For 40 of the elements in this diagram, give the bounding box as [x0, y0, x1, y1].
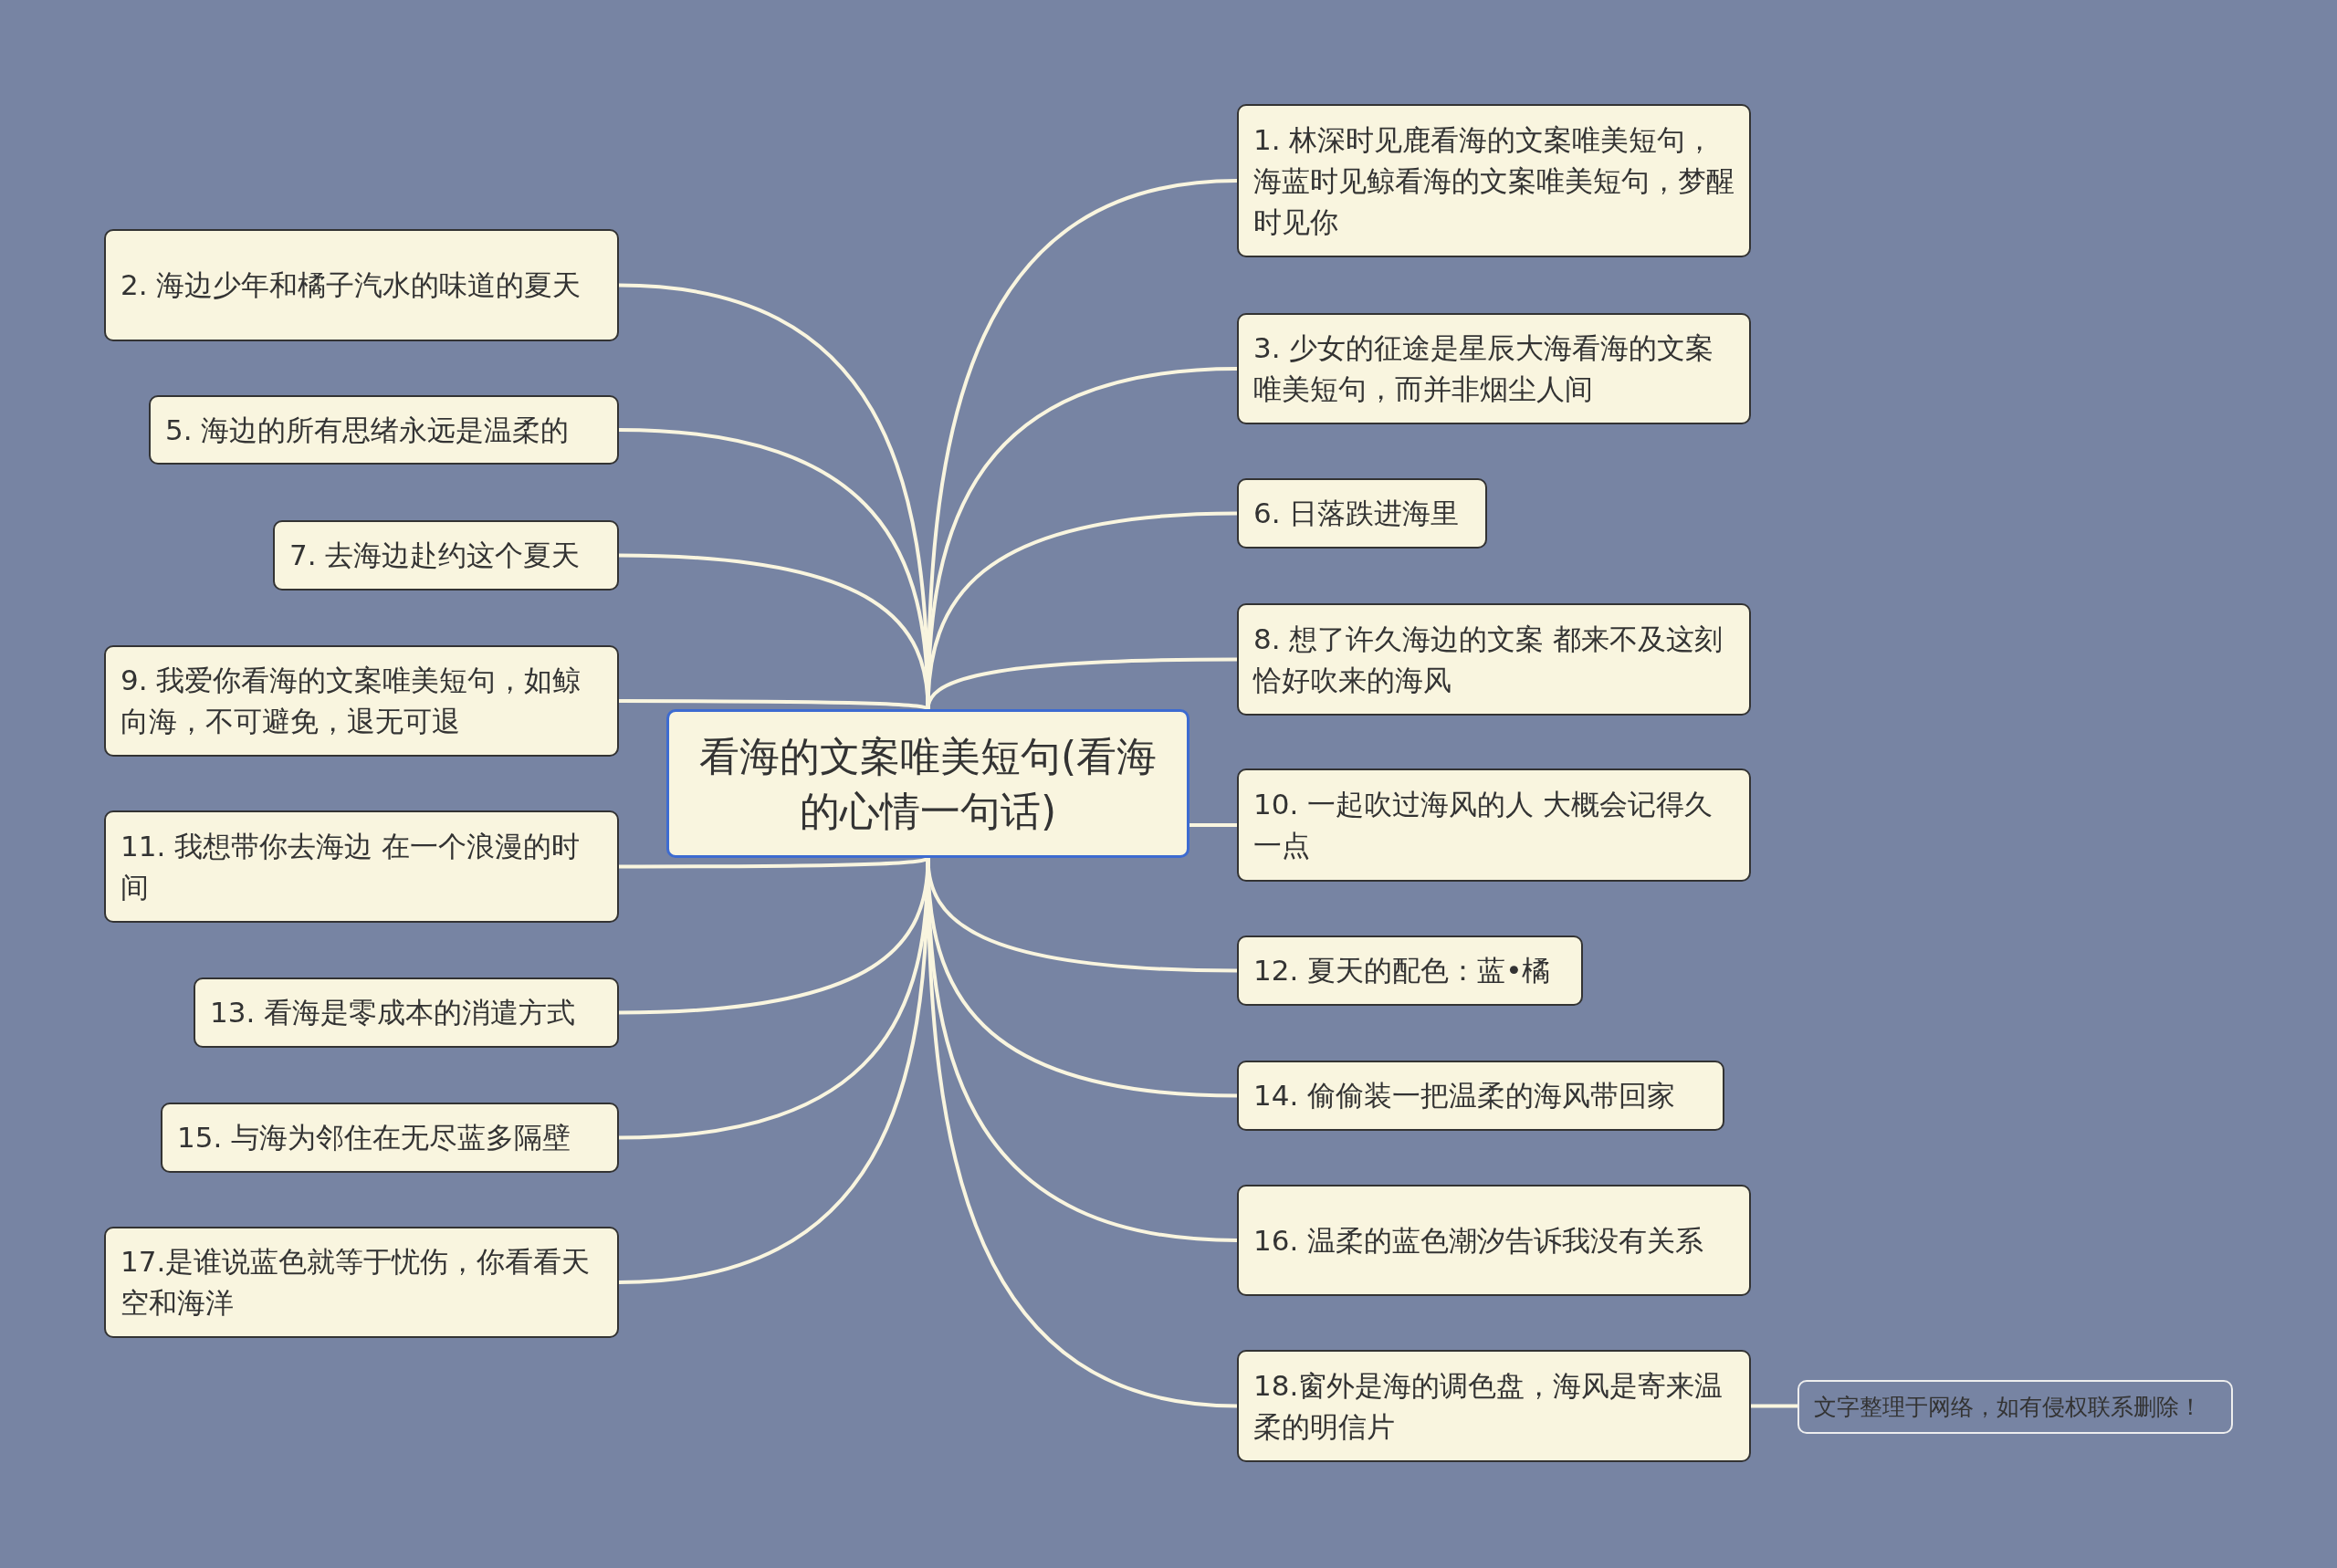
topic-text: 15. 与海为邻住在无尽蓝多隔壁	[177, 1120, 571, 1155]
topic-text: 11. 我想带你去海边 在一个浪漫的时间	[121, 828, 581, 905]
topic-text: 5. 海边的所有思绪永远是温柔的	[165, 412, 570, 448]
topic-text: 16. 温柔的蓝色潮汐告诉我没有关系	[1253, 1222, 1704, 1259]
topic-box	[104, 1227, 619, 1338]
note-box	[1797, 1380, 2233, 1434]
central-topic-box	[666, 709, 1189, 858]
topic-text: 8. 想了许久海边的文案 都来不及这刻恰好吹来的海风	[1253, 621, 1724, 698]
topic-box	[1237, 936, 1583, 1006]
topic-box	[194, 977, 619, 1048]
topic-box	[273, 520, 619, 591]
topic-text: 18.窗外是海的调色盘，海风是寄来温柔的明信片	[1253, 1367, 1724, 1445]
topic-box	[1237, 603, 1751, 716]
connector-line	[1751, 1404, 1797, 1408]
topic-text: 1. 林深时见鹿看海的文案唯美短句，海蓝时见鲸看海的文案唯美短句，梦醒时见你	[1253, 121, 1734, 240]
topic-text: 9. 我爱你看海的文案唯美短句，如鲸向海，不可避免，退无可退	[121, 663, 582, 739]
topic-text: 13. 看海是零成本的消遣方式	[210, 995, 576, 1030]
topic-box	[104, 810, 619, 923]
topic-box	[104, 229, 619, 341]
topic-box	[1237, 478, 1487, 549]
note-text: 文字整理于网络，如有侵权联系删除！	[1814, 1392, 2202, 1422]
topic-box	[161, 1103, 619, 1173]
topic-box	[1237, 1061, 1724, 1131]
topic-box	[1237, 104, 1751, 257]
topic-box	[1237, 313, 1751, 424]
topic-box	[104, 645, 619, 757]
topic-text: 17.是谁说蓝色就等于忧伤，你看看天空和海洋	[121, 1244, 592, 1321]
topic-text: 看海的文案唯美短句(看海的心情一句话)	[697, 731, 1158, 836]
topic-box	[149, 395, 619, 465]
topic-box	[1237, 768, 1751, 882]
topic-text: 3. 少女的征途是星辰大海看海的文案唯美短句，而并非烟尘人间	[1253, 330, 1715, 407]
topic-text: 14. 偷偷装一把温柔的海风带回家	[1253, 1078, 1676, 1113]
topic-text: 7. 去海边赴约这个夏天	[289, 538, 581, 573]
topic-box	[1237, 1350, 1751, 1462]
topic-text: 6. 日落跌进海里	[1253, 496, 1460, 531]
topic-text: 2. 海边少年和橘子汽水的味道的夏天	[121, 267, 582, 303]
topic-box	[1237, 1185, 1751, 1296]
connector-line	[1189, 823, 1237, 827]
topic-text: 10. 一起吹过海风的人 大概会记得久一点	[1253, 787, 1713, 863]
topic-text: 12. 夏天的配色：蓝•橘	[1253, 953, 1551, 988]
